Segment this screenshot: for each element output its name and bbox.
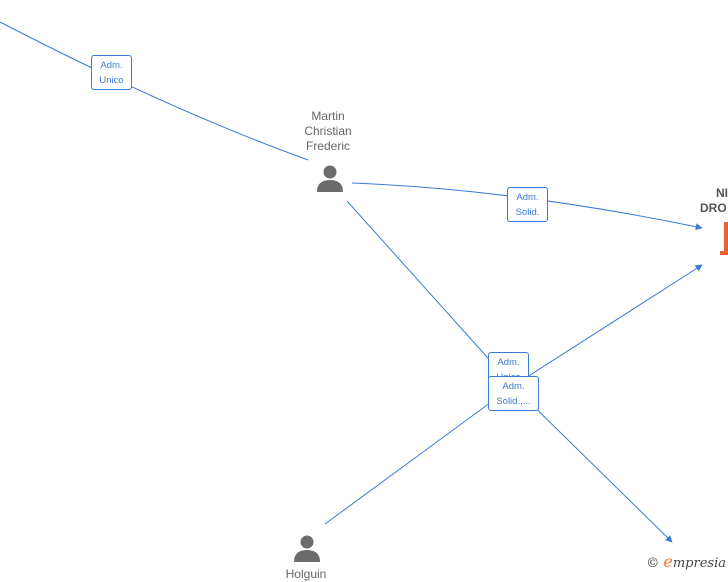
relation-role: Unico (99, 75, 124, 86)
relation-type: Adm. (502, 381, 525, 392)
edge-holguin-to-mid (324, 385, 514, 525)
person-icon[interactable] (315, 163, 345, 193)
edge-top-to-martin (0, 21, 309, 161)
relation-type: Adm. (100, 60, 123, 71)
brand-name: mpresia (672, 556, 726, 571)
edge-mid-to-company (512, 264, 703, 387)
copyright-symbol: © (646, 556, 660, 571)
relation-role: Solid. (515, 207, 540, 218)
person-label-martin[interactable]: Martin Christian Frederic (298, 109, 358, 154)
person-icon[interactable] (292, 533, 322, 563)
person-name-line: Frederic (305, 139, 350, 153)
relation-role: Solid.,... (496, 396, 531, 407)
edge-mid-to-bottom (512, 385, 673, 543)
relation-type: Adm. (516, 192, 539, 203)
company-label[interactable]: NI DRO (700, 186, 728, 216)
edge-martin-to-mid (346, 200, 514, 387)
brand-initial: e (663, 552, 673, 571)
company-icon[interactable] (720, 222, 728, 255)
relation-badge-adm-solid-right[interactable]: Adm. Solid. (507, 187, 548, 222)
person-name-line: Christian (304, 124, 352, 138)
relation-type: Adm. (497, 357, 520, 368)
relation-badge-adm-solid-mid[interactable]: Adm. Solid.,... (488, 376, 539, 411)
relation-badge-adm-unico-top[interactable]: Adm. Unico (91, 55, 132, 90)
company-name-line: DRO (700, 201, 727, 215)
person-name-line: Martin (311, 109, 345, 123)
company-name-line: NI (716, 186, 728, 200)
empresia-watermark: © empresia (646, 552, 726, 571)
